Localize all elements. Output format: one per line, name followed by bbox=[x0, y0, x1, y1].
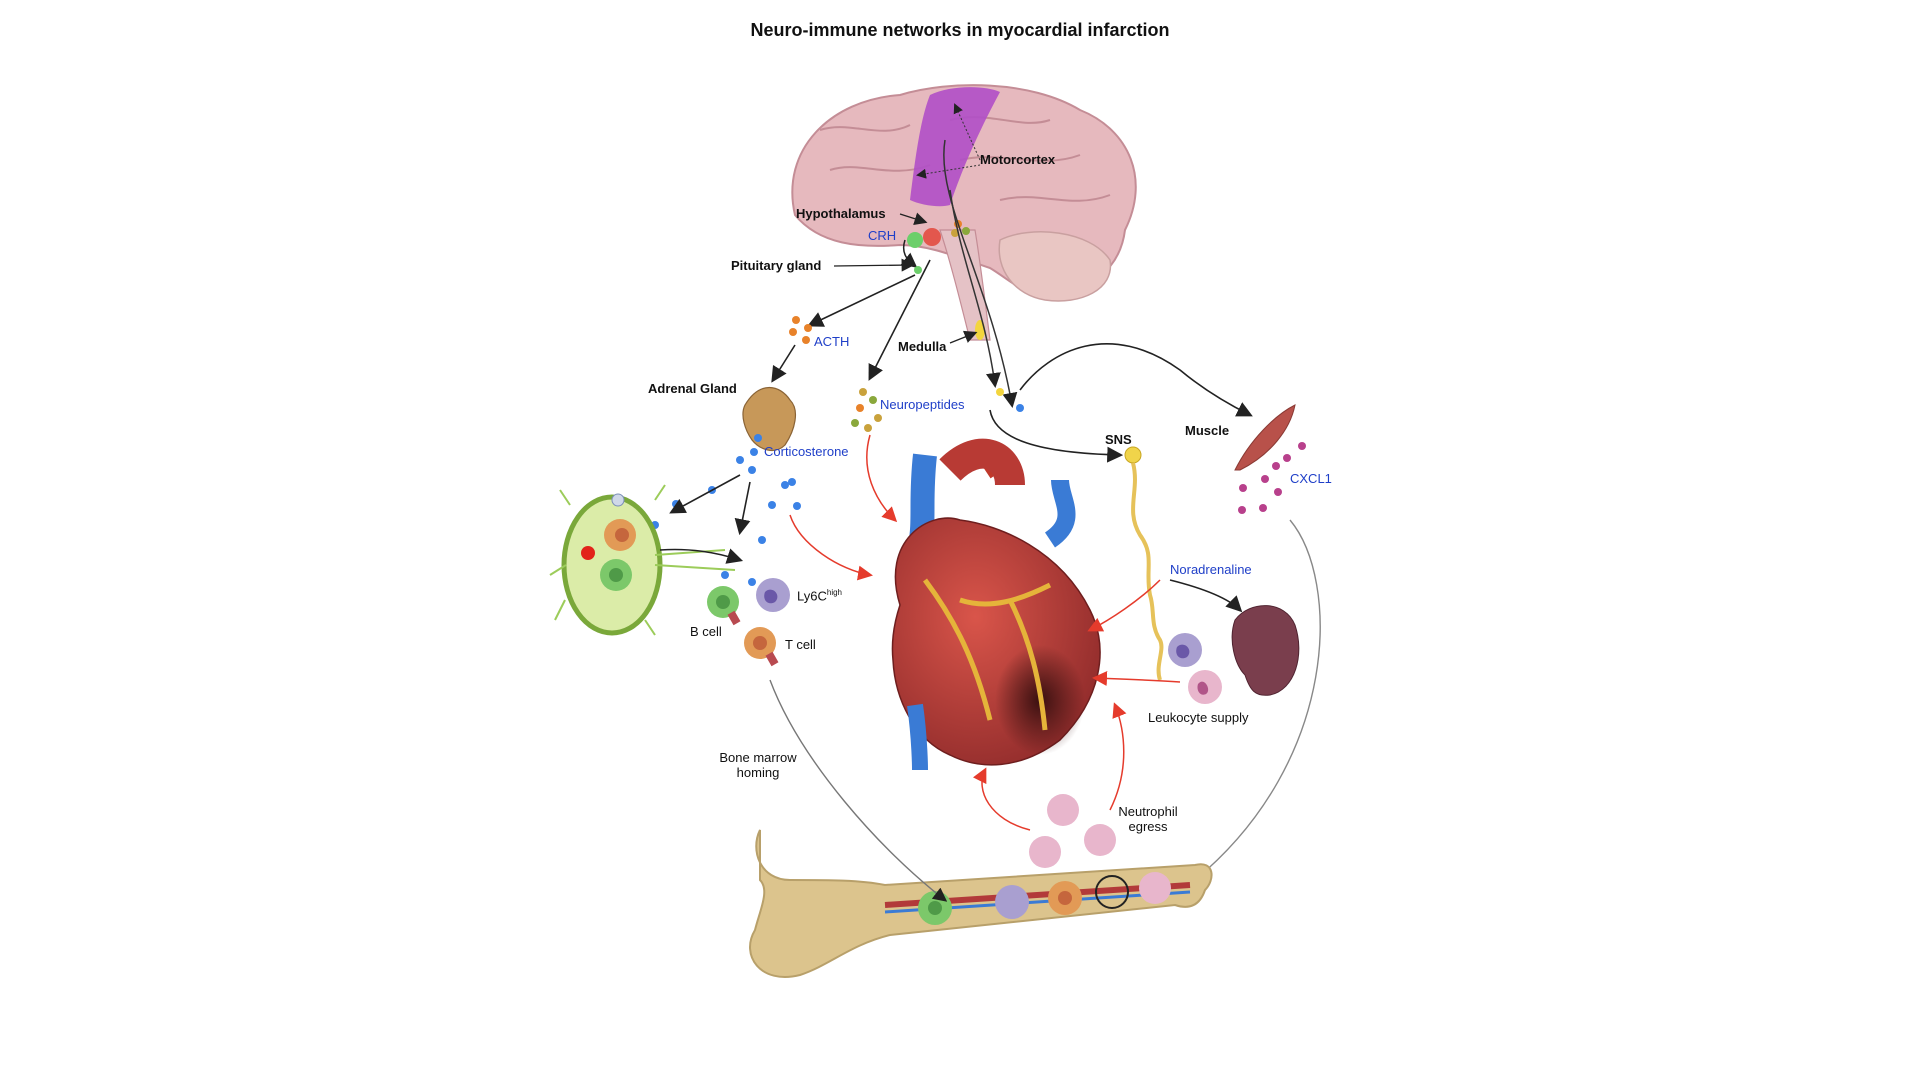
label-noradrenaline: Noradrenaline bbox=[1170, 562, 1252, 577]
lymph-node bbox=[549, 484, 736, 636]
label-cxcl1: CXCL1 bbox=[1290, 471, 1332, 486]
label-medulla: Medulla bbox=[898, 339, 947, 354]
muscle bbox=[1234, 404, 1296, 471]
label-neuropeptides: Neuropeptides bbox=[880, 397, 965, 412]
label-sns: SNS bbox=[1105, 432, 1132, 447]
label-acth: ACTH bbox=[814, 334, 850, 349]
leukocyte-neutrophil bbox=[1188, 670, 1222, 704]
ly6c-monocyte bbox=[756, 578, 790, 612]
label-corticosterone: Corticosterone bbox=[764, 444, 849, 459]
hypothalamus-spot bbox=[923, 228, 941, 246]
adrenal-gland bbox=[742, 387, 797, 452]
motorcortex-region bbox=[910, 87, 1000, 207]
label-crh: CRH bbox=[868, 228, 897, 243]
t-cell bbox=[744, 627, 779, 667]
corticosterone-molecules bbox=[651, 434, 801, 586]
label-adrenal-gland: Adrenal Gland bbox=[648, 381, 737, 396]
label-neutrophil-egress: Neutrophil egress bbox=[1108, 804, 1188, 835]
label-b-cell: B cell bbox=[690, 624, 722, 639]
diagram-title: Neuro-immune networks in myocardial infa… bbox=[750, 20, 1170, 40]
label-bone-marrow-homing: Bone marrow homing bbox=[710, 750, 806, 781]
spleen bbox=[1231, 605, 1300, 696]
label-bone-marrow-homing-line2: homing bbox=[736, 764, 780, 780]
label-neutrophil-egress-line2: egress bbox=[1128, 818, 1168, 834]
sns-nerve bbox=[1124, 446, 1164, 681]
label-muscle: Muscle bbox=[1185, 423, 1230, 438]
label-neutrophil-egress-line1: Neutrophil bbox=[1118, 804, 1178, 819]
cxcl1-molecules bbox=[1238, 442, 1306, 514]
leukocyte-monocyte bbox=[1168, 633, 1202, 667]
neutrophils-egress bbox=[1029, 794, 1116, 868]
label-pituitary-gland: Pituitary gland bbox=[731, 258, 822, 273]
neuropeptide-molecules bbox=[851, 388, 882, 432]
label-ly6c-high: Ly6Chigh bbox=[797, 588, 842, 604]
label-bone-marrow-homing-line1: Bone marrow bbox=[719, 750, 797, 765]
b-cell bbox=[707, 586, 741, 626]
bone-marrow bbox=[749, 829, 1213, 978]
label-hypothalamus: Hypothalamus bbox=[796, 206, 886, 221]
label-leukocyte-supply: Leukocyte supply bbox=[1148, 710, 1249, 725]
brain bbox=[791, 84, 1137, 341]
label-motorcortex: Motorcortex bbox=[980, 152, 1056, 167]
crh-spot bbox=[907, 232, 923, 248]
acth-molecules bbox=[789, 316, 812, 344]
heart bbox=[891, 438, 1101, 771]
label-t-cell: T cell bbox=[785, 637, 816, 652]
